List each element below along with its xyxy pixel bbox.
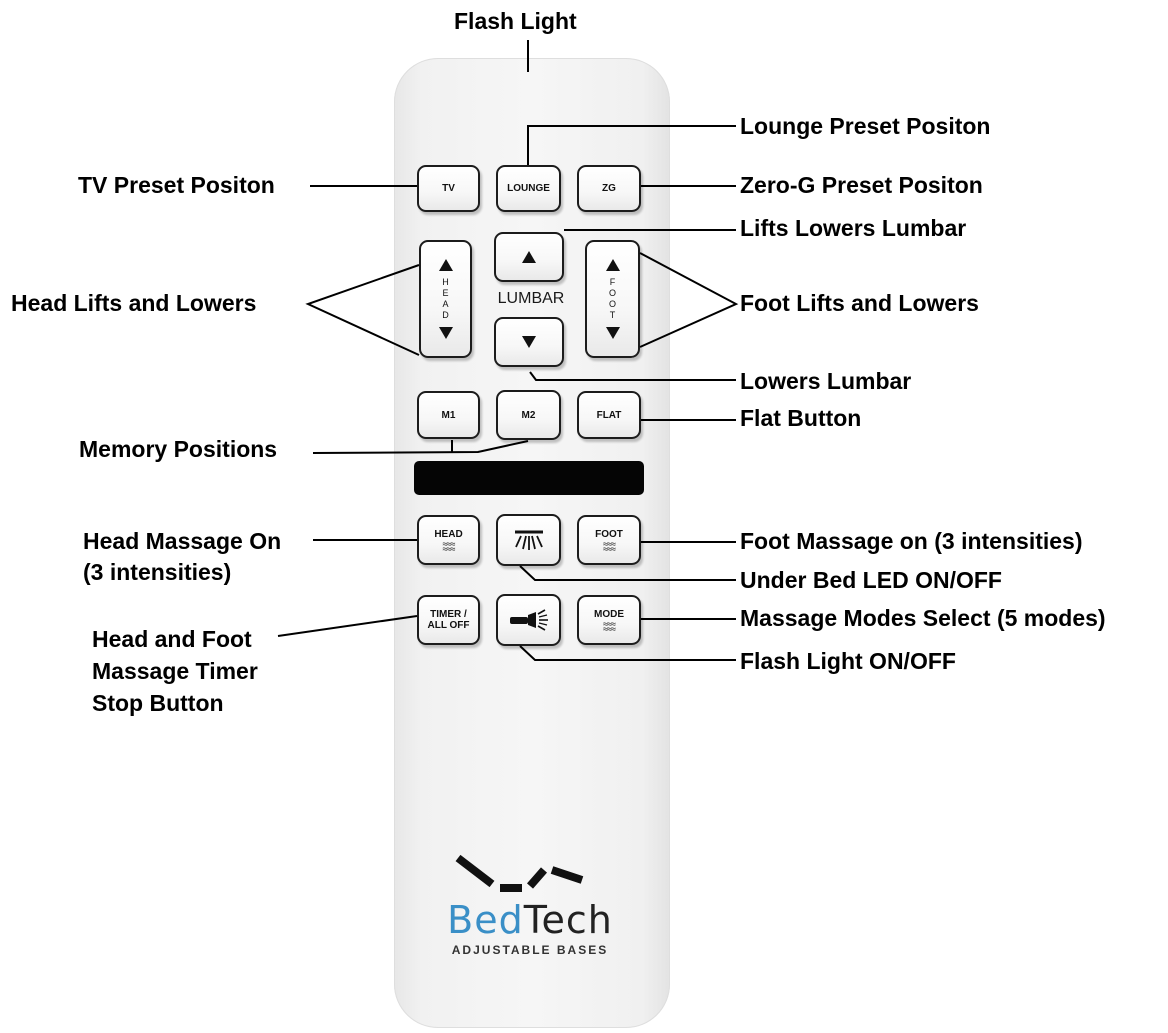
callout-memory-positions: Memory Positions — [79, 436, 278, 462]
callout-timer-stop: Head and Foot Massage Timer Stop Button — [92, 626, 258, 716]
memory-1-label: M1 — [441, 409, 456, 421]
callout-flat-button: Flat Button — [740, 405, 862, 431]
callout-zero-g-preset: Zero-G Preset Positon — [740, 172, 983, 198]
bedtech-logo-icon — [455, 854, 584, 892]
brand-name: BedTech — [420, 898, 640, 942]
massage-wave-icon: ≈≈≈≈≈≈ — [603, 618, 616, 634]
remote-display — [414, 461, 644, 495]
callout-foot-lifts-lowers: Foot Lifts and Lowers — [740, 290, 979, 316]
flashlight-icon — [509, 609, 548, 631]
head-rocker-button[interactable]: H E A D — [419, 240, 472, 358]
lounge-button[interactable]: LOUNGE — [496, 165, 561, 212]
underbed-light-icon — [514, 530, 543, 550]
head-rocker-label: H E A D — [442, 277, 449, 320]
arrow-down-icon — [522, 336, 536, 348]
callout-massage-modes: Massage Modes Select (5 modes) — [740, 605, 1106, 631]
foot-rocker-label: F O O T — [608, 277, 616, 320]
memory-2-label: M2 — [521, 409, 536, 421]
flat-button[interactable]: FLAT — [577, 391, 641, 439]
foot-massage-button[interactable]: FOOT ≈≈≈≈≈≈ — [577, 515, 641, 565]
mode-button-label: MODE — [594, 608, 624, 620]
memory-1-button[interactable]: M1 — [417, 391, 480, 439]
zero-g-button-label: ZG — [602, 183, 616, 194]
tv-button-label: TV — [442, 183, 455, 194]
callout-foot-massage-on: Foot Massage on (3 intensities) — [740, 528, 1083, 554]
head-massage-label: HEAD — [434, 528, 463, 540]
tv-button[interactable]: TV — [417, 165, 480, 212]
arrow-up-icon — [438, 259, 453, 271]
callout-flash-light: Flash Light — [454, 8, 577, 34]
callout-lounge-preset: Lounge Preset Positon — [740, 113, 991, 139]
foot-massage-label: FOOT — [595, 528, 623, 540]
lumbar-label: LUMBAR — [497, 290, 565, 307]
arrow-down-icon — [605, 327, 620, 339]
callout-lowers-lumbar: Lowers Lumbar — [740, 368, 912, 394]
callout-flash-light-onoff: Flash Light ON/OFF — [740, 648, 956, 674]
mode-button[interactable]: MODE ≈≈≈≈≈≈ — [577, 595, 641, 645]
zero-g-button[interactable]: ZG — [577, 165, 641, 212]
foot-rocker-button[interactable]: F O O T — [585, 240, 640, 358]
brand-name-tech: Tech — [523, 898, 613, 942]
flat-button-label: FLAT — [596, 409, 622, 421]
massage-wave-icon: ≈≈≈≈≈≈ — [442, 538, 456, 554]
lumbar-up-button[interactable] — [494, 232, 564, 282]
lumbar-down-button[interactable] — [494, 317, 564, 367]
callout-head-massage-on: Head Massage On (3 intensities) — [83, 528, 282, 585]
timer-all-off-button[interactable]: TIMER / ALL OFF — [417, 595, 480, 645]
arrow-up-icon — [522, 251, 536, 263]
massage-wave-icon: ≈≈≈≈≈≈ — [603, 538, 616, 554]
brand-tagline: ADJUSTABLE BASES — [451, 943, 609, 957]
under-bed-led-button[interactable] — [496, 514, 561, 566]
callout-lifts-lowers-lumbar: Lifts Lowers Lumbar — [740, 215, 967, 241]
brand-name-bed: Bed — [447, 898, 524, 942]
timer-all-off-label: TIMER / ALL OFF — [427, 609, 470, 631]
arrow-up-icon — [605, 259, 620, 271]
lounge-button-label: LOUNGE — [507, 183, 550, 194]
memory-2-button[interactable]: M2 — [496, 390, 561, 440]
callout-tv-preset: TV Preset Positon — [78, 172, 275, 198]
callout-head-lifts-lowers: Head Lifts and Lowers — [11, 290, 257, 316]
callout-under-bed-led: Under Bed LED ON/OFF — [740, 567, 1002, 593]
arrow-down-icon — [438, 327, 453, 339]
flashlight-button[interactable] — [496, 594, 561, 646]
head-massage-button[interactable]: HEAD ≈≈≈≈≈≈ — [417, 515, 480, 565]
